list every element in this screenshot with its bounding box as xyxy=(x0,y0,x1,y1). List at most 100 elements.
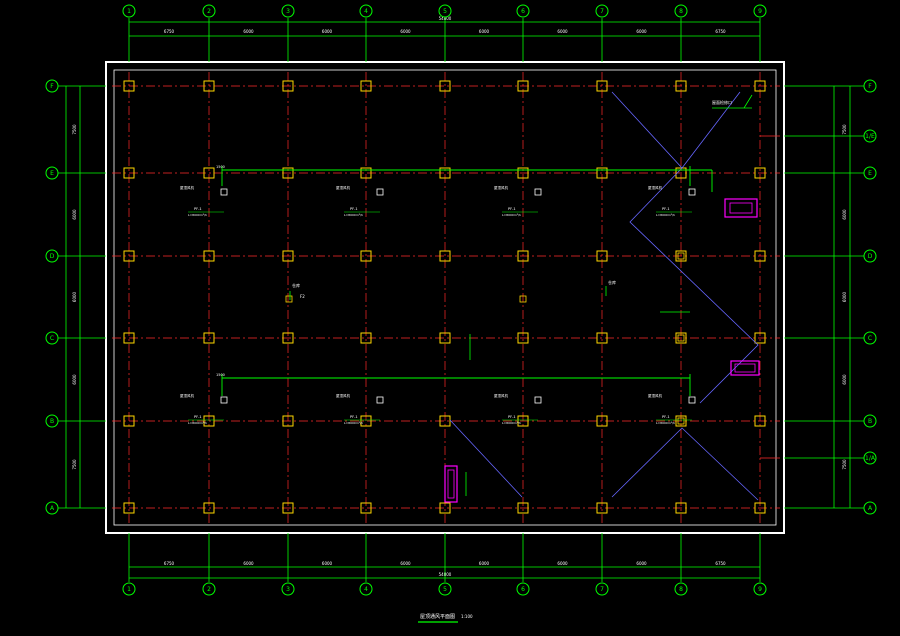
fan-0-1-box xyxy=(376,188,384,196)
axis-bubble-right-4-label: C xyxy=(868,335,872,342)
column-F-4 xyxy=(360,80,372,92)
fan-1-2-spec: L=8000m³/h xyxy=(502,421,521,425)
column-B-9 xyxy=(754,415,766,427)
room-label-right: 仓库 xyxy=(608,279,616,285)
axis-bubble-right-7-circle xyxy=(863,501,877,515)
fan-1-1-code: PF-1 xyxy=(350,415,358,419)
column-A-8 xyxy=(675,502,687,514)
drawing-title: 屋顶通风平面图 xyxy=(420,613,455,620)
fan-0-0-label: 屋顶风机 xyxy=(180,185,194,190)
axis-bubble-bottom-6-label: 6 xyxy=(521,586,525,593)
dim-right-span-3: 6000 xyxy=(842,374,847,385)
dim-top-total: 54000 xyxy=(439,16,452,21)
axis-bubble-top-2-circle xyxy=(202,4,216,18)
column-A-5 xyxy=(439,502,451,514)
axis-bubble-bottom-5-circle xyxy=(438,582,452,596)
column-B-6 xyxy=(517,415,529,427)
grid-lines xyxy=(112,72,780,524)
column-small-4 xyxy=(677,417,685,425)
column-D-2 xyxy=(203,250,215,262)
dim-top-span-7: 6750 xyxy=(715,29,726,34)
dim-bottom-span-2: 6000 xyxy=(322,561,333,566)
axis-bubble-left-D-label: D xyxy=(50,253,55,260)
fan-0-1-label: 屋顶风机 xyxy=(336,185,350,190)
fan-0-0-spec: L=8000m³/h xyxy=(188,213,207,217)
column-E-1 xyxy=(123,167,135,179)
column-small-3 xyxy=(677,334,685,342)
column-F-8 xyxy=(675,80,687,92)
column-E-2 xyxy=(203,167,215,179)
fan-0-1-spec: L=8000m³/h xyxy=(344,213,363,217)
dim-left-span-0: 7500 xyxy=(72,124,77,135)
dimension-lines: 5400054000675067506000600060006000600060… xyxy=(65,16,851,579)
axis-bubble-left-E-circle xyxy=(45,166,59,180)
columns xyxy=(123,80,766,514)
fan-1-2-label: 屋顶风机 xyxy=(494,393,508,398)
column-small-0 xyxy=(285,295,293,303)
column-C-3 xyxy=(282,332,294,344)
axis-bubble-bottom-7-label: 7 xyxy=(600,586,604,593)
fan-1-2-box xyxy=(534,396,542,404)
axis-bubble-top-7-label: 7 xyxy=(600,8,604,15)
axis-bubble-top-6-circle xyxy=(516,4,530,18)
drawing-scale: 1:100 xyxy=(461,614,473,619)
axis-bubble-bottom-3-label: 3 xyxy=(286,586,290,593)
axis-bubble-right-6-label: 1/A xyxy=(865,455,876,462)
dim-top-span-4: 6000 xyxy=(479,29,490,34)
column-D-7 xyxy=(596,250,608,262)
room-number-left: F2 xyxy=(300,294,305,299)
fan-0-0-box xyxy=(220,188,228,196)
axis-bubble-left-A-circle xyxy=(45,501,59,515)
column-E-4 xyxy=(360,167,372,179)
column-E-8 xyxy=(675,167,687,179)
axis-bubble-right-3-label: D xyxy=(868,253,873,260)
dim-top-span-3: 6000 xyxy=(400,29,411,34)
axis-bubble-top-5-label: 5 xyxy=(443,8,447,15)
column-B-8 xyxy=(675,415,687,427)
column-B-3 xyxy=(282,415,294,427)
axis-bubble-left-F-circle xyxy=(45,79,59,93)
dim-right-span-1: 6000 xyxy=(842,209,847,220)
fan-0-0-code: PF-1 xyxy=(194,207,202,211)
column-E-5 xyxy=(439,167,451,179)
column-C-5 xyxy=(439,332,451,344)
axis-bubble-top-7-circle xyxy=(595,4,609,18)
axis-bubble-bottom-9-label: 9 xyxy=(758,586,762,593)
axis-bubble-left-B-label: B xyxy=(50,418,54,425)
axis-bubble-top-3-circle xyxy=(281,4,295,18)
column-D-3 xyxy=(282,250,294,262)
axis-bubble-top-6-label: 6 xyxy=(521,8,525,15)
axis-bubble-bottom-1-label: 1 xyxy=(127,586,131,593)
dim-bottom-span-3: 6000 xyxy=(400,561,411,566)
axis-bubble-top-4-label: 4 xyxy=(364,8,368,15)
axis-bubble-bottom-4-label: 4 xyxy=(364,586,368,593)
column-C-2 xyxy=(203,332,215,344)
duct-dim-left: 1500 xyxy=(216,165,225,169)
fan-1-0-code: PF-1 xyxy=(194,415,202,419)
dim-left-span-1: 6000 xyxy=(72,209,77,220)
axis-bubble-top-1-circle xyxy=(122,4,136,18)
fan-0-3-label: 屋顶风机 xyxy=(648,185,662,190)
dim-bottom-span-1: 6000 xyxy=(243,561,254,566)
column-A-6 xyxy=(517,502,529,514)
dim-top-span-6: 6000 xyxy=(636,29,647,34)
axis-bubble-bottom-2-label: 2 xyxy=(207,586,211,593)
dim-bottom-span-4: 6000 xyxy=(479,561,490,566)
axis-bubble-left-B-circle xyxy=(45,414,59,428)
axis-bubble-left-C-circle xyxy=(45,331,59,345)
duct-runs xyxy=(221,166,713,396)
dim-bottom-span-6: 6000 xyxy=(636,561,647,566)
dim-bottom-span-7: 6750 xyxy=(715,561,726,566)
column-C-9 xyxy=(754,332,766,344)
column-E-7 xyxy=(596,167,608,179)
dim-left-span-3: 6000 xyxy=(72,374,77,385)
column-A-2 xyxy=(203,502,215,514)
column-C-8 xyxy=(675,332,687,344)
room-label-left: 仓库 xyxy=(292,282,300,288)
column-C-7 xyxy=(596,332,608,344)
axis-bubble-bottom-3-circle xyxy=(281,582,295,596)
column-C-4 xyxy=(360,332,372,344)
axis-bubble-right-5-circle xyxy=(863,414,877,428)
dim-right-span-2: 6000 xyxy=(842,291,847,302)
